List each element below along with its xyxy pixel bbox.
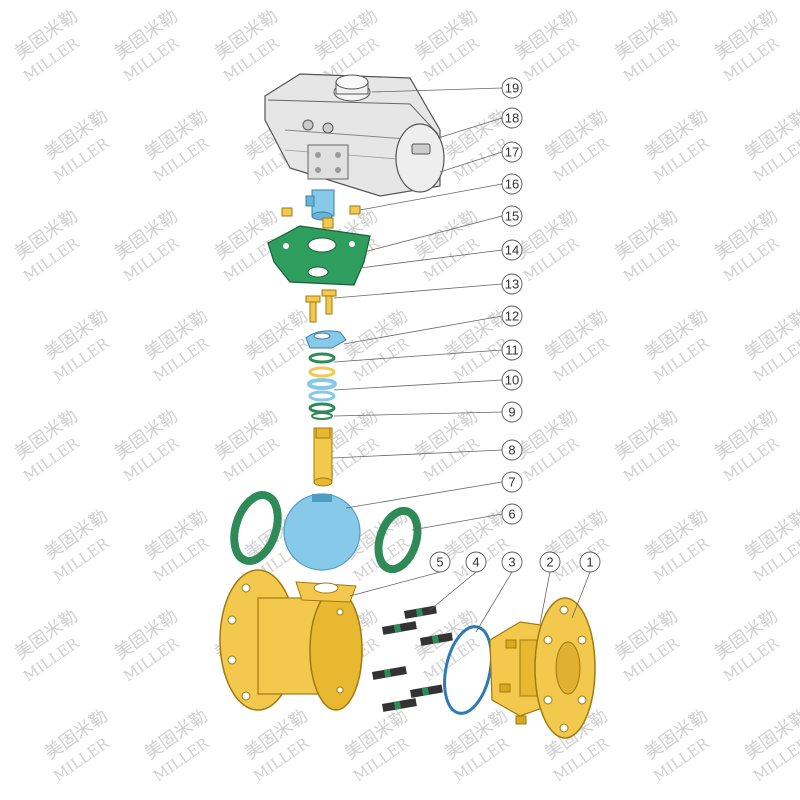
callout-number: 19 bbox=[505, 81, 519, 96]
seat-right bbox=[374, 506, 422, 574]
callout-12: 12 bbox=[501, 305, 523, 327]
callout-circle bbox=[501, 173, 523, 195]
ball bbox=[283, 493, 361, 571]
callout-15: 15 bbox=[501, 205, 523, 227]
callout-11: 11 bbox=[501, 339, 523, 361]
callout-1: 1 bbox=[579, 551, 601, 573]
callout-14: 14 bbox=[501, 239, 523, 261]
callout-number: 1 bbox=[586, 555, 593, 570]
callout-circle bbox=[501, 503, 523, 525]
callout-10: 10 bbox=[501, 369, 523, 391]
callout-19: 19 bbox=[501, 77, 523, 99]
callout-number: 10 bbox=[505, 373, 519, 388]
callout-number: 6 bbox=[508, 507, 515, 522]
mounting-bracket bbox=[267, 225, 371, 286]
callout-13: 13 bbox=[501, 273, 523, 295]
callout-circle bbox=[501, 471, 523, 493]
callout-circle bbox=[501, 77, 523, 99]
callout-number: 8 bbox=[508, 443, 515, 458]
callout-circle bbox=[501, 439, 523, 461]
callout-2: 2 bbox=[539, 551, 561, 573]
callout-number: 15 bbox=[505, 209, 519, 224]
callout-number: 11 bbox=[505, 343, 519, 358]
stop-plate bbox=[305, 330, 347, 349]
callout-16: 16 bbox=[501, 173, 523, 195]
callout-circle bbox=[501, 239, 523, 261]
callout-number: 3 bbox=[508, 555, 515, 570]
callout-circle bbox=[579, 551, 601, 573]
callout-circle bbox=[501, 369, 523, 391]
valve-body bbox=[219, 569, 363, 711]
gasket bbox=[443, 625, 493, 715]
callout-number: 14 bbox=[505, 243, 519, 258]
callout-9: 9 bbox=[501, 401, 523, 423]
callout-circle bbox=[465, 551, 487, 573]
callout-6: 6 bbox=[501, 503, 523, 525]
leader-lines bbox=[331, 87, 591, 633]
callout-number: 7 bbox=[508, 475, 515, 490]
callout-group: 19 18 17 16 15 14 13 12 11 10 9 8 7 6 5 4 3 2 1 bbox=[429, 77, 601, 573]
callout-number: 16 bbox=[505, 177, 519, 192]
callout-number: 4 bbox=[472, 555, 479, 570]
callout-3: 3 bbox=[501, 551, 523, 573]
callout-circle bbox=[501, 107, 523, 129]
callout-circle bbox=[501, 339, 523, 361]
callout-circle bbox=[501, 205, 523, 227]
callout-18: 18 bbox=[501, 107, 523, 129]
pneumatic-actuator bbox=[264, 73, 445, 197]
callout-17: 17 bbox=[501, 141, 523, 163]
seat-left bbox=[230, 491, 282, 565]
stem-rings bbox=[307, 352, 337, 420]
callout-number: 17 bbox=[505, 145, 519, 160]
callout-circle bbox=[501, 273, 523, 295]
callout-circle bbox=[501, 305, 523, 327]
callout-number: 5 bbox=[436, 555, 443, 570]
callout-circle bbox=[429, 551, 451, 573]
callout-circle bbox=[501, 551, 523, 573]
callout-7: 7 bbox=[501, 471, 523, 493]
end-cap bbox=[489, 597, 596, 739]
callout-8: 8 bbox=[501, 439, 523, 461]
bolts-13 bbox=[305, 289, 337, 323]
callout-circle bbox=[539, 551, 561, 573]
callout-number: 18 bbox=[505, 111, 519, 126]
callout-number: 9 bbox=[508, 405, 515, 420]
callout-number: 13 bbox=[505, 277, 519, 292]
callout-number: 12 bbox=[505, 309, 519, 324]
studs bbox=[372, 605, 453, 712]
callout-circle bbox=[501, 141, 523, 163]
callout-4: 4 bbox=[465, 551, 487, 573]
valve-stem bbox=[313, 427, 333, 487]
coupling bbox=[305, 189, 335, 221]
callout-circle bbox=[501, 401, 523, 423]
callout-5: 5 bbox=[429, 551, 451, 573]
callout-number: 2 bbox=[546, 555, 553, 570]
